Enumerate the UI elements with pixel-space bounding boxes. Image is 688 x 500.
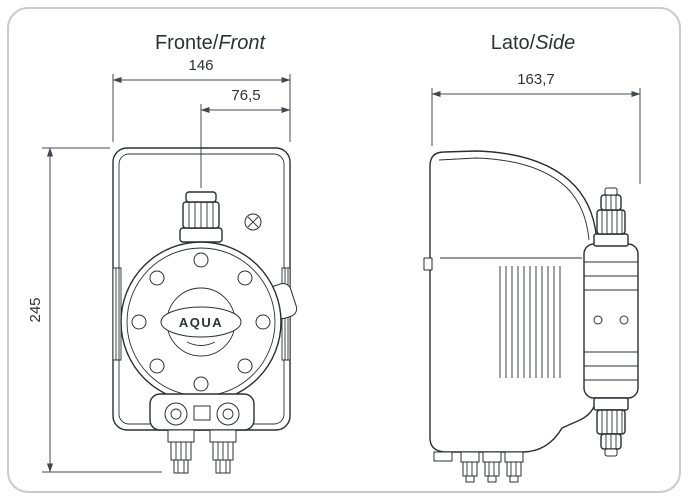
side-vent-ribs (499, 266, 561, 378)
dimension-front-center-offset: 76,5 (200, 87, 291, 188)
front-cable-gland-left (167, 429, 195, 474)
front-cable-gland-right (209, 429, 237, 474)
dimension-side-depth: 163,7 (431, 71, 641, 184)
side-cable-glands (460, 451, 524, 483)
dim-label-front-offset: 76,5 (231, 87, 260, 104)
front-view-title: Fronte/Front (155, 32, 266, 54)
dim-label-front-width: 146 (188, 57, 213, 74)
side-mounting-foot (433, 451, 453, 462)
side-pump-head (583, 243, 639, 399)
side-body-outline (429, 150, 598, 453)
front-pump-head: AQUA (120, 241, 282, 403)
front-screw-icon (244, 213, 262, 231)
front-view: AQUA (112, 147, 298, 474)
side-view-title: Lato/Side (491, 32, 576, 54)
side-bottom-valve (593, 397, 629, 457)
dimension-front-width: 146 (112, 57, 291, 142)
page-border (7, 7, 681, 493)
logo-smile-line (186, 341, 216, 346)
side-screw (423, 257, 433, 271)
dimension-front-height: 245 (27, 147, 162, 473)
side-view (423, 150, 639, 483)
front-left-ribs (112, 267, 122, 361)
side-top-valve (593, 187, 629, 247)
front-head-bolts (131, 252, 271, 392)
dim-label-front-height: 245 (27, 297, 44, 322)
front-bottom-plate (149, 393, 255, 431)
side-body-inner-line (438, 157, 590, 241)
brand-logo-text: AQUA (179, 315, 223, 330)
logo-badge (160, 306, 242, 338)
dim-label-side-depth: 163,7 (517, 71, 555, 88)
